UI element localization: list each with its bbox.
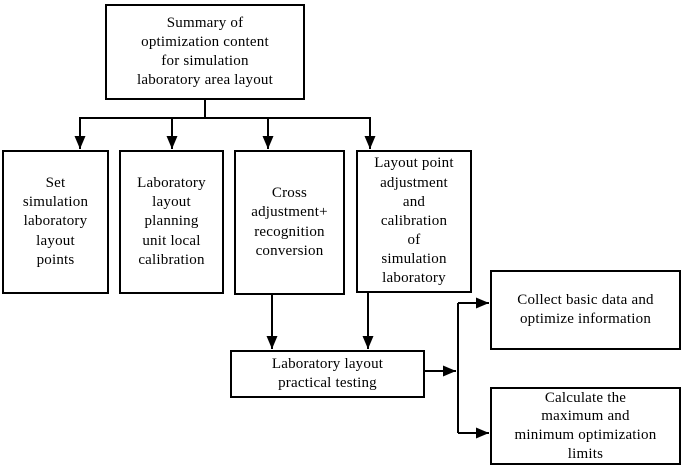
flow-node-set-layout-points: Set simulation laboratory layout points xyxy=(2,150,109,294)
flow-node-practical-testing: Laboratory layout practical testing xyxy=(230,350,425,398)
flow-node-summary: Summary of optimization content for simu… xyxy=(105,4,305,100)
flow-node-layout-point-adjustment: Layout point adjustment and calibration … xyxy=(356,150,472,293)
flow-node-cross-adjustment: Cross adjustment+ recognition conversion xyxy=(234,150,345,295)
flow-node-planning-calibration: Laboratory layout planning unit local ca… xyxy=(119,150,224,294)
flow-node-calculate-limits: Calculate the maximum and minimum optimi… xyxy=(490,387,681,465)
flow-node-collect-data: Collect basic data and optimize informat… xyxy=(490,270,681,350)
